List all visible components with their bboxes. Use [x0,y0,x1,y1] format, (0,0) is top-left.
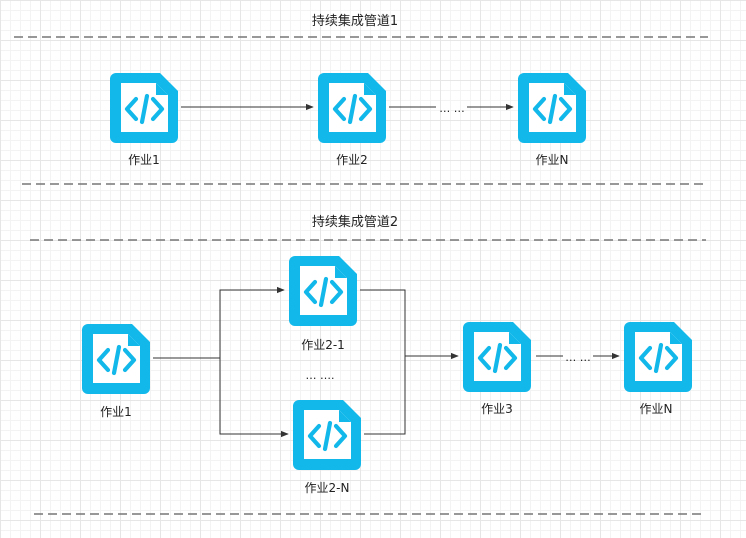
code-file-icon [110,73,178,143]
code-file-icon [463,322,531,392]
edge-job1-job2-1 [153,286,285,359]
job-label: 作业2-1 [301,338,345,352]
job-node-2-1[interactable]: 作业2-1 [289,256,357,352]
code-file-icon [624,322,692,392]
code-file-icon [293,400,361,470]
job-node-2-n[interactable]: 作业2-N [293,400,361,495]
job-label: 作业N [640,402,673,416]
edge-job2-1-job3 [360,289,459,360]
code-file-icon [289,256,357,326]
job-node-1[interactable]: 作业1 [110,73,178,167]
job-label: 作业2-N [305,481,350,495]
edge-job2-n-job3 [364,356,406,435]
job-node-n[interactable]: 作业N [624,322,692,416]
job-label: 作业3 [481,402,513,416]
job-node-2[interactable]: 作业2 [318,73,386,167]
pipeline-2: 持续集成管道2 … …. … … 作业1 作业2-1 作业2-N 作业3 [82,214,692,495]
job-node-1[interactable]: 作业1 [82,324,150,419]
job-label: 作业1 [128,153,160,167]
job-label: 作业1 [100,405,132,419]
job-node-n[interactable]: 作业N [518,73,586,167]
pipeline-title: 持续集成管道2 [312,214,398,230]
ellipsis-text: … … [565,351,591,364]
job-label: 作业N [536,153,569,167]
pipeline-1: 持续集成管道1 … … 作业1 作业2 作业N [110,13,586,167]
job-label: 作业2 [336,153,368,167]
ellipsis-text: … … [439,102,465,115]
code-file-icon [518,73,586,143]
code-file-icon [82,324,150,394]
code-file-icon [318,73,386,143]
pipeline-title: 持续集成管道1 [312,13,398,29]
edge-job1-job2-n [153,357,289,438]
job-node-3[interactable]: 作业3 [463,322,531,416]
parallel-ellipsis-text: … …. [306,369,335,382]
